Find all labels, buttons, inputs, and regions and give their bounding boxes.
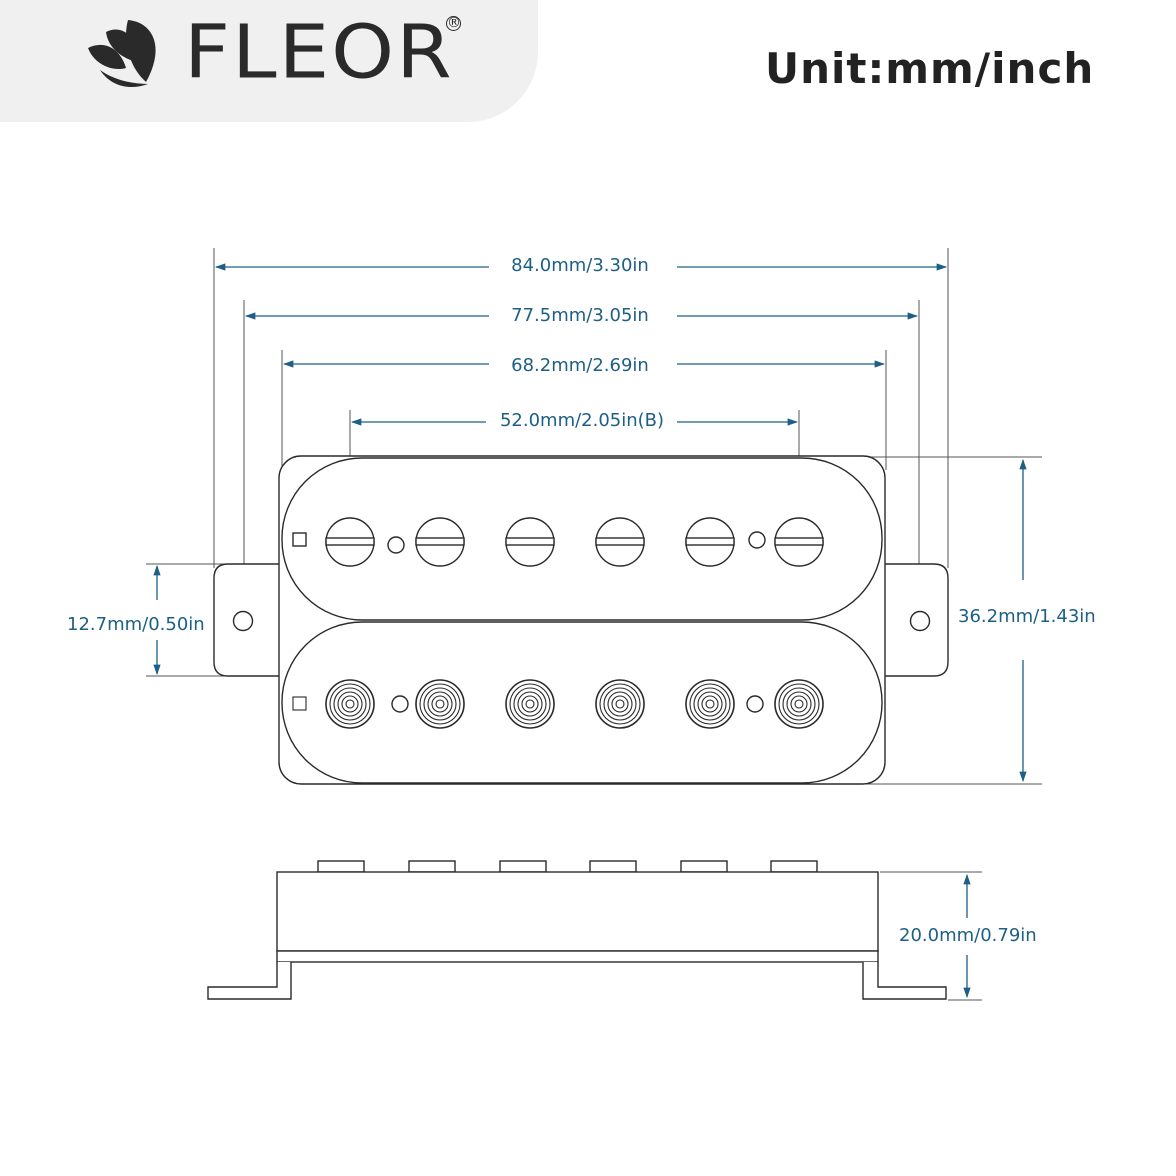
- small-hole-top-right: [748, 531, 766, 549]
- square-marker-top: [292, 532, 307, 547]
- dim-overall-length: 84.0mm/3.30in: [511, 255, 649, 276]
- dim-height: 20.0mm/0.79in: [899, 925, 1037, 946]
- side-pole-4: [589, 860, 637, 873]
- pickup-top-view: [213, 455, 949, 785]
- small-hole-bottom-left: [391, 695, 409, 713]
- coil-top: [281, 457, 883, 621]
- dim-mounting-ear-width: 12.7mm/0.50in: [67, 614, 205, 635]
- side-base: [276, 950, 879, 963]
- slotted-screw: [505, 517, 555, 567]
- coil-bottom: [281, 621, 883, 784]
- dim-pole-spacing: 52.0mm/2.05in(B): [500, 410, 664, 431]
- mounting-hole-right: [909, 610, 931, 632]
- pickup-side-view: [207, 860, 947, 1000]
- side-pole-1: [317, 860, 365, 873]
- side-leg-right: [862, 962, 947, 1000]
- slotted-screw: [325, 517, 375, 567]
- slotted-screw: [774, 517, 824, 567]
- slug-pole: [595, 679, 645, 729]
- slug-pole: [774, 679, 824, 729]
- mounting-hole-left: [232, 610, 254, 632]
- slug-pole: [505, 679, 555, 729]
- dim-cover-length: 68.2mm/2.69in: [511, 355, 649, 376]
- slotted-screw: [685, 517, 735, 567]
- header-panel: FLEOR ®: [0, 0, 538, 122]
- square-marker-bottom: [292, 696, 307, 711]
- registered-mark: ®: [446, 15, 461, 31]
- dimension-lines: [153, 263, 1027, 999]
- slotted-screw: [415, 517, 465, 567]
- side-pole-2: [408, 860, 456, 873]
- slotted-pole-screws: [292, 517, 824, 567]
- slug-poles: [292, 679, 824, 729]
- side-body: [276, 871, 879, 952]
- small-hole-top-left: [387, 536, 405, 554]
- dim-cover-width: 36.2mm/1.43in: [958, 606, 1096, 627]
- side-pole-6: [770, 860, 818, 873]
- unit-label: Unit:mm/inch: [765, 44, 1095, 93]
- slug-pole: [415, 679, 465, 729]
- slug-pole: [325, 679, 375, 729]
- side-pole-5: [680, 860, 728, 873]
- brand-wordmark: FLEOR: [184, 9, 454, 96]
- leaf-logo-icon: [88, 20, 156, 88]
- slug-pole: [685, 679, 735, 729]
- side-leg-left: [207, 962, 292, 1000]
- small-hole-bottom-right: [746, 695, 764, 713]
- dim-mounting-hole-spacing: 77.5mm/3.05in: [511, 305, 649, 326]
- side-pole-3: [499, 860, 547, 873]
- slotted-screw: [595, 517, 645, 567]
